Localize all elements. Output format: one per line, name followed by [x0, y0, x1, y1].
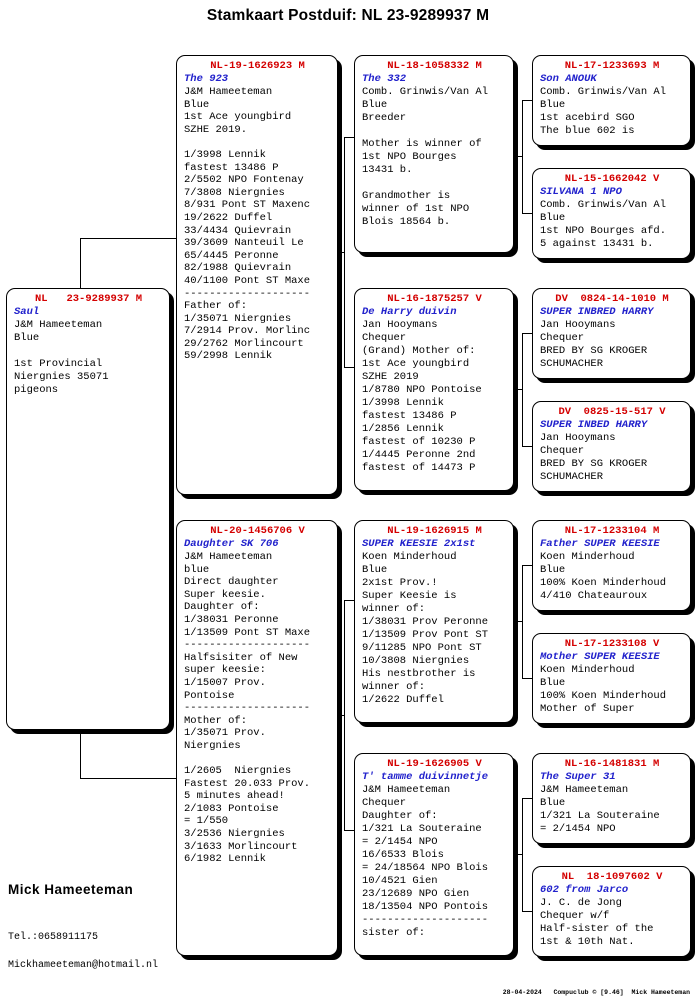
sdf-nickname: SUPER INBRED HARRY — [540, 306, 654, 318]
connector-subject-top — [80, 238, 176, 239]
connector-dd-stem — [511, 854, 523, 855]
connector-dam-stem — [333, 715, 345, 716]
ssf-nickname: Son ANOUK — [540, 73, 597, 85]
connector-sd-bottom — [522, 446, 532, 447]
ddf-ring-number: NL-16-1481831 M — [564, 758, 660, 770]
sire-dam-details: Jan Hooymans Chequer (Grand) Mother of: … — [362, 319, 482, 474]
connector-ds-stem — [511, 621, 523, 622]
ssm-ring-number: NL-15-1662042 V — [564, 173, 660, 185]
sire-details: J&M Hameeteman Blue 1st Ace youngbird SZ… — [184, 86, 311, 363]
dsf-ring-number: NL-17-1233104 M — [564, 525, 660, 537]
owner-email: Mickhameeteman@hotmail.nl — [8, 960, 159, 971]
sdm-details: Jan Hooymans Chequer BRED BY SG KROGER S… — [540, 432, 648, 483]
connector-ds-bottom — [522, 678, 532, 679]
subject-ring-number: NL 23-9289937 M — [34, 293, 143, 305]
subject-details: J&M Hameeteman Blue 1st Provincial Nierg… — [14, 319, 109, 396]
dam-dam-nickname: T' tamme duivinnetje — [362, 771, 489, 783]
pedigree-card-sire-dam-father[interactable]: DV 0824-14-1010 M SUPER INBRED HARRY Jan… — [532, 288, 691, 379]
dsm-nickname: Mother SUPER KEESIE — [540, 651, 660, 663]
connector-subject-bottom — [80, 778, 176, 779]
connector-dam-bottom — [344, 830, 354, 831]
pedigree-card-dam-sire[interactable]: NL-19-1626915 M SUPER KEESIE 2x1st Koen … — [354, 520, 514, 723]
sdm-ring-number: DV 0825-15-517 V — [558, 406, 666, 418]
ssf-details: Comb. Grinwis/Van Al Blue 1st acebird SG… — [540, 86, 667, 137]
ssm-details: Comb. Grinwis/Van Al Blue 1st NPO Bourge… — [540, 199, 667, 250]
owner-phone: Tel.:0658911175 — [8, 932, 99, 943]
connector-ds-top — [522, 565, 532, 566]
sire-sire-ring-number: NL-18-1058332 M — [387, 60, 482, 72]
dsf-details: Koen Minderhoud Blue 100% Koen Minderhou… — [540, 551, 667, 602]
dam-nickname: Daughter SK 706 — [184, 538, 279, 550]
connector-sd-top — [522, 333, 532, 334]
dsm-details: Koen Minderhoud Blue 100% Koen Minderhou… — [540, 664, 667, 715]
sire-dam-nickname: De Harry duivin — [362, 306, 457, 318]
ddm-ring-number: NL 18-1097602 V — [561, 871, 663, 883]
sire-ring-number: NL-19-1626923 M — [210, 60, 305, 72]
footer-stamp: 28-04-2024 Compuclub © [9.46] Mick Hamee… — [502, 989, 690, 996]
sdf-ring-number: DV 0824-14-1010 M — [555, 293, 669, 305]
connector-dd-bottom — [522, 911, 532, 912]
pedigree-card-dam-sire-mother[interactable]: NL-17-1233108 V Mother SUPER KEESIE Koen… — [532, 633, 691, 724]
pedigree-card-dam-dam[interactable]: NL-19-1626905 V T' tamme duivinnetje J&M… — [354, 753, 514, 956]
dsf-nickname: Father SUPER KEESIE — [540, 538, 660, 550]
dam-sire-nickname: SUPER KEESIE 2x1st — [362, 538, 476, 550]
owner-name: Mick Hameeteman — [8, 882, 134, 897]
connector-sire-stem — [333, 252, 345, 253]
page-title: Stamkaart Postduif: NL 23-9289937 M — [206, 7, 490, 24]
pedigree-card-dam-dam-mother[interactable]: NL 18-1097602 V 602 from Jarco J. C. de … — [532, 866, 691, 957]
pedigree-card-dam[interactable]: NL-20-1456706 V Daughter SK 706 J&M Hame… — [176, 520, 338, 956]
ddm-nickname: 602 from Jarco — [540, 884, 629, 896]
dsm-ring-number: NL-17-1233108 V — [564, 638, 660, 650]
subject-nickname: Saul — [14, 306, 40, 318]
connector-sire-bottom — [344, 367, 354, 368]
pedigree-card-dam-sire-father[interactable]: NL-17-1233104 M Father SUPER KEESIE Koen… — [532, 520, 691, 611]
dam-details: J&M Hameeteman blue Direct daughter Supe… — [184, 551, 311, 866]
dam-sire-details: Koen Minderhoud Blue 2x1st Prov.! Super … — [362, 551, 489, 706]
dam-dam-details: J&M Hameeteman Chequer Daughter of: 1/32… — [362, 784, 489, 939]
sire-nickname: The 923 — [184, 73, 229, 85]
ddf-nickname: The Super 31 — [540, 771, 616, 783]
sire-sire-nickname: The 332 — [362, 73, 407, 85]
pedigree-card-subject[interactable]: NL 23-9289937 M Saul J&M Hameeteman Blue… — [6, 288, 170, 730]
connector-ss-top — [522, 100, 532, 101]
dam-dam-ring-number: NL-19-1626905 V — [387, 758, 482, 770]
ddf-details: J&M Hameeteman Blue 1/321 La Souteraine … — [540, 784, 660, 835]
sire-sire-details: Comb. Grinwis/Van Al Blue Breeder Mother… — [362, 86, 489, 228]
dam-ring-number: NL-20-1456706 V — [210, 525, 305, 537]
connector-ss-bottom — [522, 213, 532, 214]
pedigree-card-sire-dam-mother[interactable]: DV 0825-15-517 V SUPER INBED HARRY Jan H… — [532, 401, 691, 492]
ssm-nickname: SILVANA 1 NPO — [540, 186, 622, 198]
connector-dam-top — [344, 600, 354, 601]
pedigree-card-sire-sire-father[interactable]: NL-17-1233693 M Son ANOUK Comb. Grinwis/… — [532, 55, 691, 146]
sdf-details: Jan Hooymans Chequer BRED BY SG KROGER S… — [540, 319, 648, 370]
ddm-details: J. C. de Jong Chequer w/f Half-sister of… — [540, 897, 654, 948]
connector-sire-top — [344, 137, 354, 138]
pedigree-card-dam-dam-father[interactable]: NL-16-1481831 M The Super 31 J&M Hameete… — [532, 753, 691, 844]
sire-dam-ring-number: NL-16-1875257 V — [387, 293, 482, 305]
connector-dd-top — [522, 798, 532, 799]
pedigree-card-sire-sire[interactable]: NL-18-1058332 M The 332 Comb. Grinwis/Va… — [354, 55, 514, 253]
connector-ss-stem — [511, 156, 523, 157]
pedigree-card-sire-sire-mother[interactable]: NL-15-1662042 V SILVANA 1 NPO Comb. Grin… — [532, 168, 691, 259]
sdm-nickname: SUPER INBED HARRY — [540, 419, 648, 431]
connector-sd-stem — [511, 389, 523, 390]
pedigree-card-sire[interactable]: NL-19-1626923 M The 923 J&M Hameeteman B… — [176, 55, 338, 495]
pedigree-card-sire-dam[interactable]: NL-16-1875257 V De Harry duivin Jan Hooy… — [354, 288, 514, 491]
ssf-ring-number: NL-17-1233693 M — [564, 60, 660, 72]
dam-sire-ring-number: NL-19-1626915 M — [387, 525, 482, 537]
